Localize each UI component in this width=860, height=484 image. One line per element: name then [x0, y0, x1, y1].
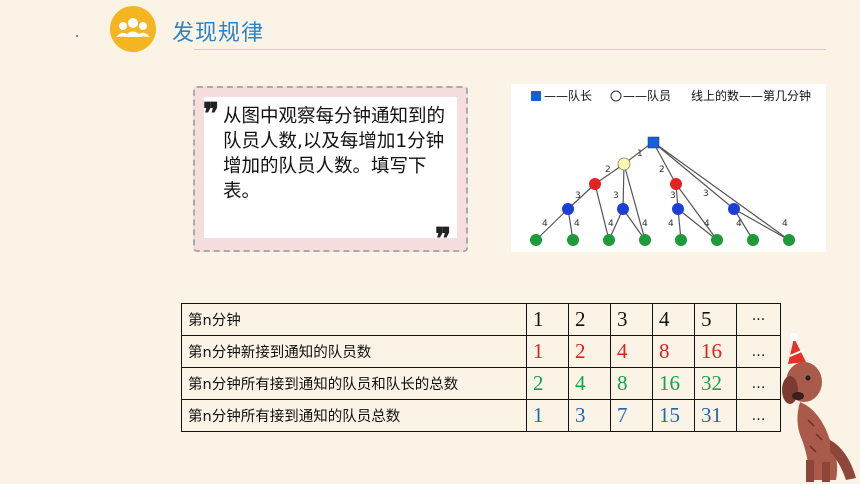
- edge-label: 4: [704, 219, 710, 229]
- decorative-dot: [76, 35, 78, 37]
- table-cell: 15: [652, 399, 695, 432]
- edge-label: 4: [574, 219, 580, 229]
- ellipsis-cell: …: [736, 367, 781, 400]
- edge-label: 4: [608, 219, 614, 229]
- table-cell: 2: [568, 303, 611, 336]
- member-node: [672, 203, 684, 215]
- edge-label: 3: [613, 191, 619, 201]
- table-cell: 3: [568, 399, 611, 432]
- member-node: [747, 234, 759, 246]
- table-cell: 31: [694, 399, 737, 432]
- instruction-card-body: [204, 97, 457, 238]
- member-node: [617, 203, 629, 215]
- edge-label: 3: [703, 189, 709, 199]
- table-cell: 4: [568, 367, 611, 400]
- member-node: [711, 234, 723, 246]
- member-node: [562, 203, 574, 215]
- member-node: [783, 234, 795, 246]
- table-cell: 16: [652, 367, 695, 400]
- table-cell: 1: [526, 303, 569, 336]
- table-cell: 1: [526, 335, 569, 368]
- table-row: 第n分钟新接到通知的队员数 1 2 4 8 16 …: [181, 335, 781, 368]
- table-row: 第n分钟所有接到通知的队员和队长的总数 2 4 8 16 32 …: [181, 367, 781, 400]
- ellipsis-cell: …: [736, 399, 781, 432]
- member-node: [589, 178, 601, 190]
- member-node: [728, 203, 740, 215]
- edge-label: 1: [637, 149, 643, 159]
- table-row: 第n分钟 1 2 3 4 5 ···: [181, 303, 781, 336]
- member-legend-icon: [610, 90, 622, 102]
- edge-label: 3: [670, 191, 676, 201]
- table-cell: 7: [610, 399, 653, 432]
- title-divider: [194, 49, 826, 50]
- member-node: [639, 234, 651, 246]
- instruction-card: ❞ 从图中观察每分钟通知到的队员人数,以及每增加1分钟增加的队员人数。填写下表。…: [193, 86, 468, 257]
- edge-label: 2: [659, 165, 665, 175]
- row-label: 第n分钟所有接到通知的队员和队长的总数: [181, 367, 527, 400]
- member-node: [617, 157, 631, 171]
- instruction-text: 从图中观察每分钟通知到的队员人数,以及每增加1分钟增加的队员人数。填写下表。: [223, 106, 446, 202]
- edge-label: 4: [642, 219, 648, 229]
- edge-label: 4: [736, 219, 742, 229]
- page-title: 发现规律: [172, 21, 265, 46]
- legend-leader-label: ——队长: [544, 88, 592, 103]
- table-cell: 32: [694, 367, 737, 400]
- edge-label: 3: [575, 191, 581, 201]
- member-node: [567, 234, 579, 246]
- dog-mascot-icon: [780, 330, 860, 484]
- member-node: [603, 234, 615, 246]
- table-cell: 2: [568, 335, 611, 368]
- member-node: [530, 234, 542, 246]
- notification-tree-diagram: ——队长 ——队员 线上的数——第几分钟: [511, 84, 826, 252]
- table-cell: 4: [652, 303, 695, 336]
- edge-label: 4: [782, 219, 788, 229]
- member-node: [675, 234, 687, 246]
- pattern-table: 第n分钟 1 2 3 4 5 ··· 第n分钟新接到通知的队员数 1 2 4 8…: [181, 303, 781, 432]
- legend-lines-label: 线上的数——第几分钟: [691, 88, 811, 103]
- legend-member-label: ——队员: [623, 88, 671, 103]
- edge-label: 4: [542, 219, 548, 229]
- table-cell: 4: [610, 335, 653, 368]
- table-cell: 16: [694, 335, 737, 368]
- leader-node: [647, 136, 660, 149]
- edge-label: 4: [668, 219, 674, 229]
- ellipsis-cell: ···: [736, 303, 781, 336]
- table-cell: 3: [610, 303, 653, 336]
- table-row: 第n分钟所有接到通知的队员总数 1 3 7 15 31 …: [181, 399, 781, 432]
- table-cell: 2: [526, 367, 569, 400]
- table-cell: 5: [694, 303, 737, 336]
- edge-labels: 1 2 2 3 3 3 3 4 4 4 4 4 4 4 4: [542, 149, 788, 229]
- row-label: 第n分钟新接到通知的队员数: [181, 335, 527, 368]
- leader-legend-icon: [531, 91, 541, 101]
- table-cell: 1: [526, 399, 569, 432]
- ellipsis-cell: …: [736, 335, 781, 368]
- people-group-icon: [110, 6, 156, 52]
- row-label: 第n分钟: [181, 303, 527, 336]
- table-cell: 8: [610, 367, 653, 400]
- row-label: 第n分钟所有接到通知的队员总数: [181, 399, 527, 432]
- close-quote-icon: ❞: [435, 222, 452, 257]
- member-node: [670, 178, 682, 190]
- table-cell: 8: [652, 335, 695, 368]
- open-quote-icon: ❞: [203, 97, 220, 132]
- edge-label: 2: [605, 165, 611, 175]
